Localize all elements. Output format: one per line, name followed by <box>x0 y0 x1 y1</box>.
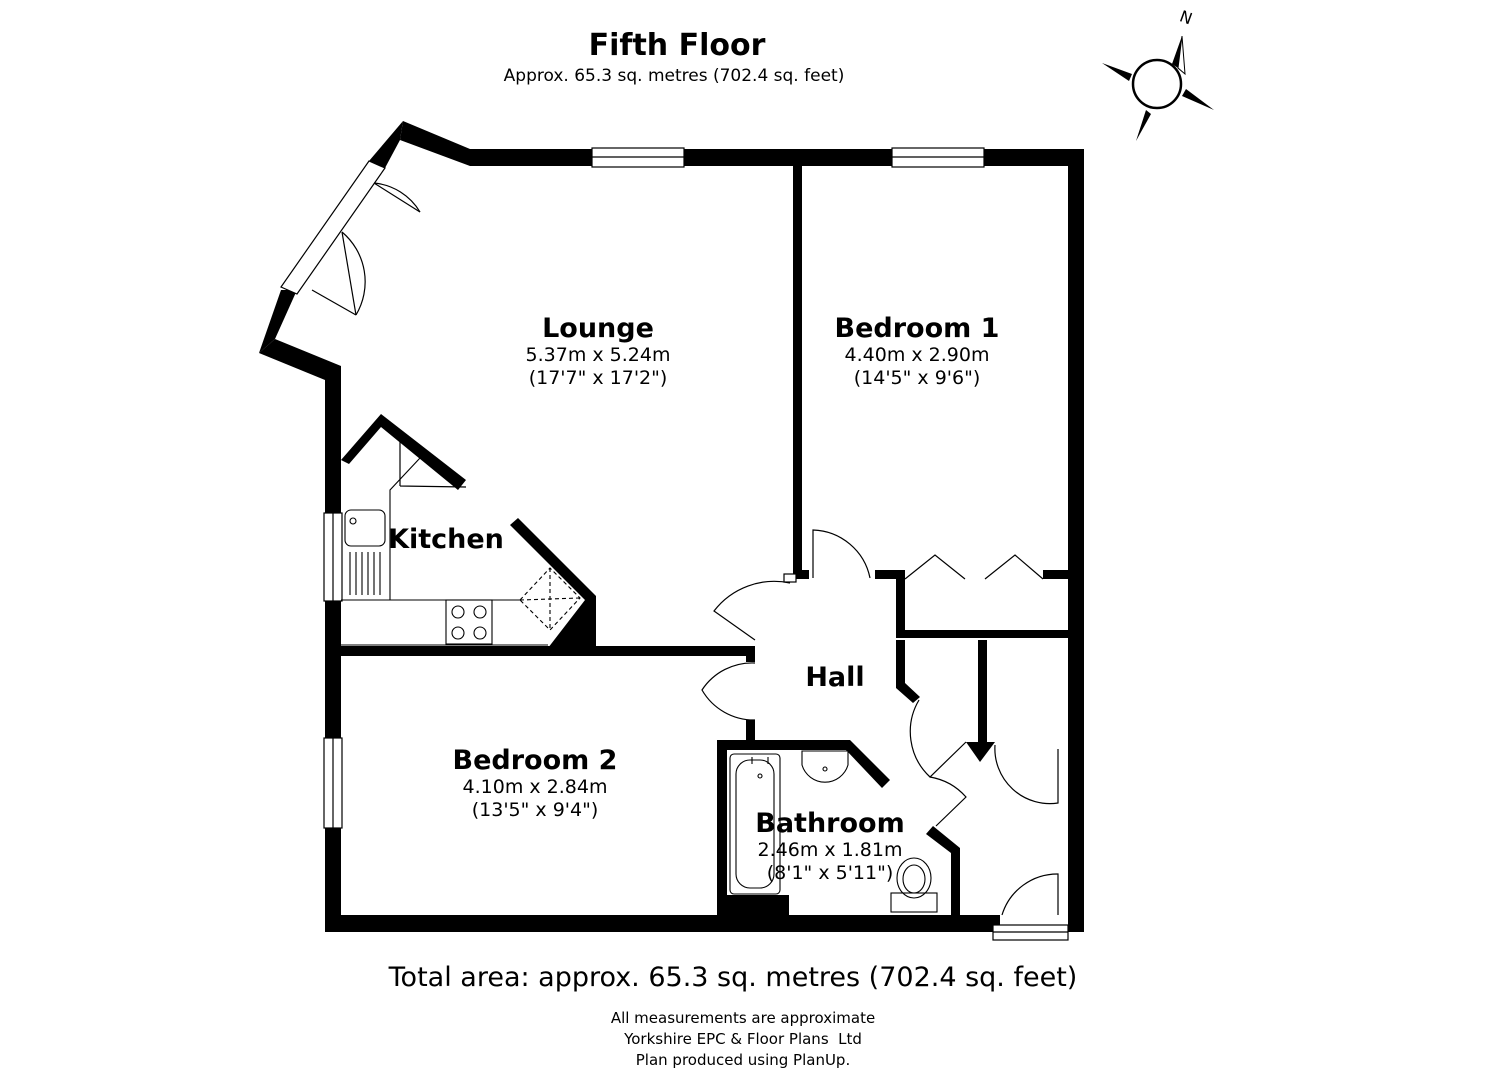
windows <box>323 147 985 829</box>
north-compass-icon <box>1102 35 1214 141</box>
floor-area-subtitle: Approx. 65.3 sq. metres (702.4 sq. feet) <box>503 66 845 86</box>
room-bedroom2-label: Bedroom 2 4.10m x 2.84m (13'5" x 9'4") <box>425 745 645 822</box>
sink-tap-icon <box>349 517 357 525</box>
room-bathroom-label: Bathroom 2.46m x 1.81m (8'1" x 5'11") <box>732 808 928 885</box>
toilet-icon <box>890 857 938 913</box>
room-lounge-name: Lounge <box>542 313 654 344</box>
footer-note-company: Yorkshire EPC & Floor Plans Ltd <box>624 1030 862 1048</box>
balcony-doors <box>280 160 421 316</box>
room-lounge-label: Lounge 5.37m x 5.24m (17'7" x 17'2") <box>498 313 698 390</box>
footer-note-software: Plan produced using PlanUp. <box>635 1051 851 1069</box>
bathroom-fittings <box>729 750 938 913</box>
hob-icon <box>445 599 493 645</box>
room-bathroom-metric: 2.46m x 1.81m <box>757 839 903 861</box>
drainer-icon <box>349 552 381 595</box>
room-bedroom1-name: Bedroom 1 <box>834 313 1000 344</box>
room-kitchen-name: Kitchen <box>388 524 504 555</box>
room-hall-label: Hall <box>790 662 880 693</box>
room-lounge-imperial: (17'7" x 17'2") <box>528 367 668 389</box>
footer-notes: All measurements are approximate Yorkshi… <box>0 1008 1485 1071</box>
room-kitchen-label: Kitchen <box>386 524 506 555</box>
total-area: Total area: approx. 65.3 sq. metres (702… <box>388 962 1078 993</box>
floor-title: Fifth Floor <box>588 28 766 63</box>
exterior-walls <box>259 121 1084 932</box>
room-bathroom-imperial: (8'1" x 5'11") <box>766 862 894 884</box>
room-hall-name: Hall <box>805 662 865 693</box>
basin-icon <box>801 750 849 783</box>
room-bedroom1-label: Bedroom 1 4.40m x 2.90m (14'5" x 9'6") <box>808 313 1026 390</box>
bath-icon <box>729 753 781 895</box>
kitchen-fittings <box>341 457 581 646</box>
door-swings <box>399 430 1069 941</box>
room-bedroom1-imperial: (14'5" x 9'6") <box>853 367 981 389</box>
interior-walls <box>341 166 1070 917</box>
footer-note-measurements: All measurements are approximate <box>610 1009 876 1027</box>
room-bedroom2-name: Bedroom 2 <box>452 745 618 776</box>
room-bedroom2-imperial: (13'5" x 9'4") <box>471 799 599 821</box>
room-lounge-metric: 5.37m x 5.24m <box>525 344 671 366</box>
room-bedroom2-metric: 4.10m x 2.84m <box>462 776 608 798</box>
room-bathroom-name: Bathroom <box>755 808 905 839</box>
fridge-icon <box>519 567 581 631</box>
room-bedroom1-metric: 4.40m x 2.90m <box>844 344 990 366</box>
